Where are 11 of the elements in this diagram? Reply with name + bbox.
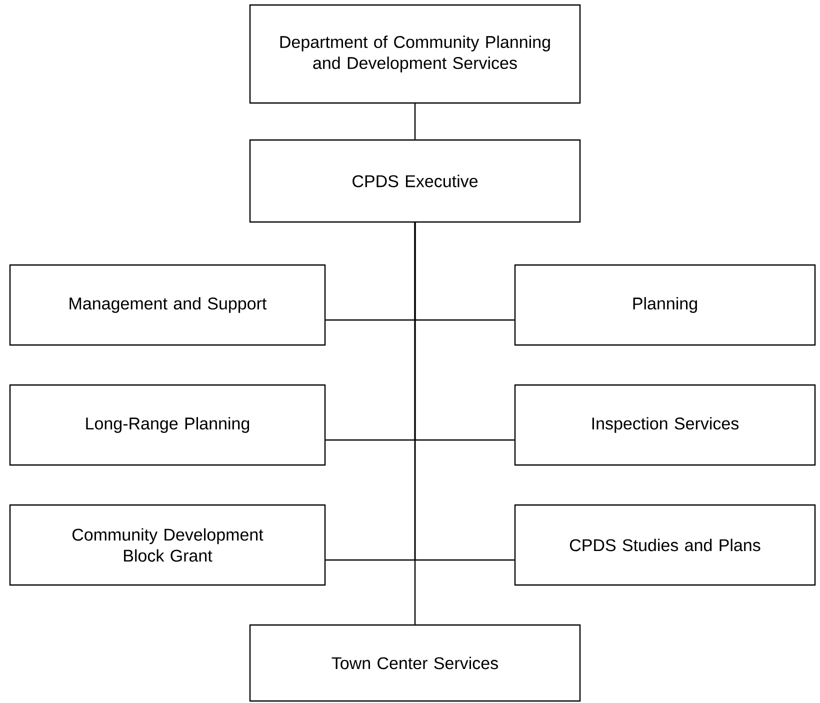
org-box: Community Development Block Grant xyxy=(9,504,326,586)
org-box: Long-Range Planning xyxy=(9,384,326,466)
org-box: Town Center Services xyxy=(249,624,581,702)
connector-line xyxy=(414,222,416,624)
org-box: Inspection Services xyxy=(514,384,816,466)
org-box: Planning xyxy=(514,264,816,346)
org-box: Department of Community Planning and Development Services xyxy=(249,4,581,104)
connector-line xyxy=(414,104,416,140)
org-box: Management and Support xyxy=(9,264,326,346)
org-box: CPDS Executive xyxy=(249,139,581,223)
org-box: CPDS Studies and Plans xyxy=(514,504,816,586)
